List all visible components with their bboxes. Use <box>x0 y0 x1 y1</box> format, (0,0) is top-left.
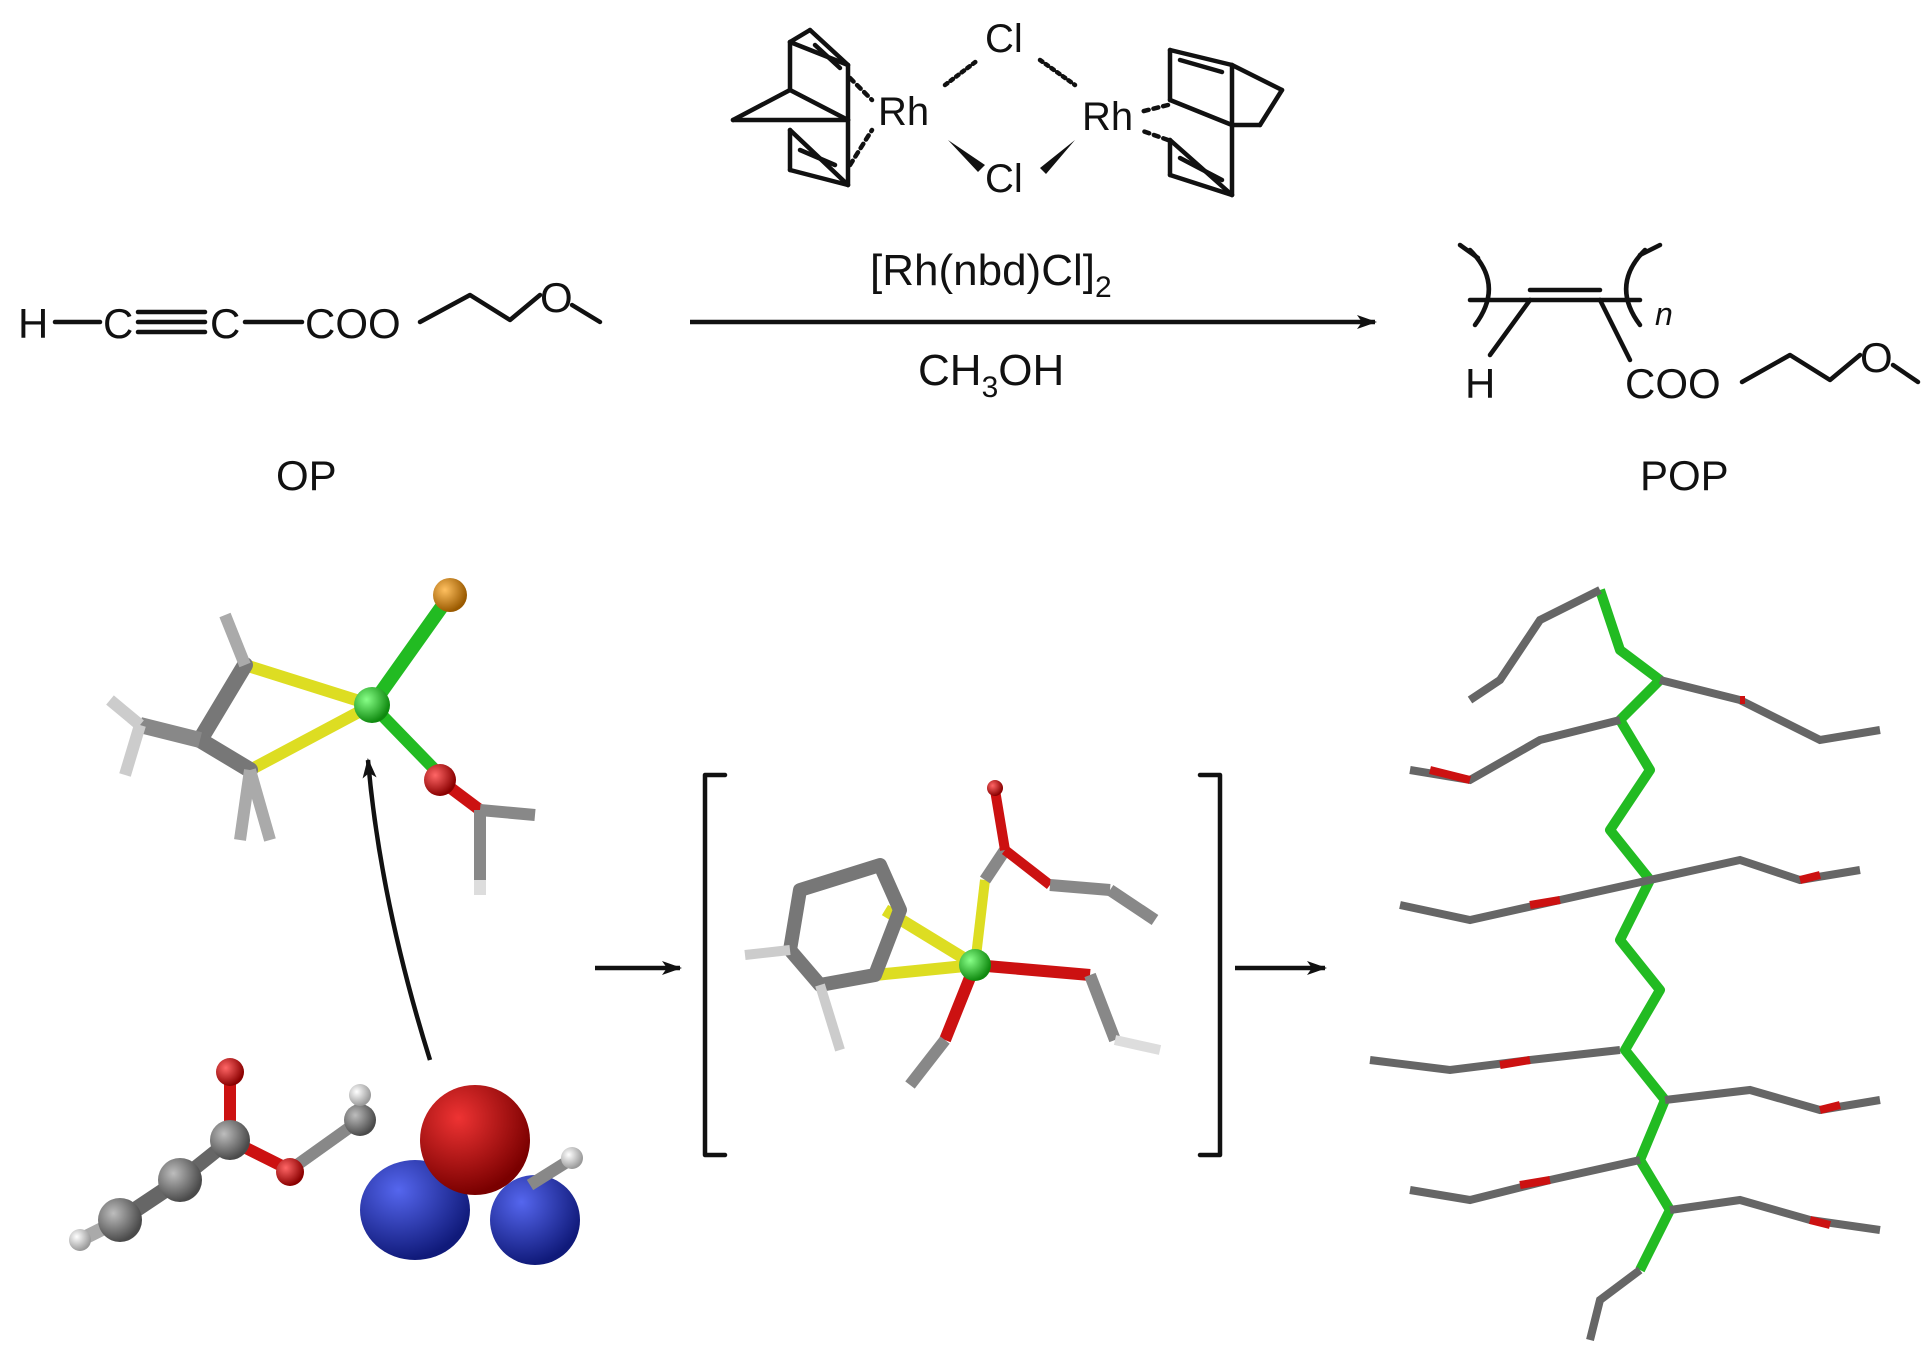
rh-right-label: Rh <box>1082 95 1133 139</box>
rh-left-label: Rh <box>878 90 929 134</box>
monomer-c2: C <box>210 300 240 347</box>
polymer-helix-model <box>1369 586 1881 1341</box>
cl-top-label: Cl <box>985 17 1023 61</box>
monomer-orbital-model <box>69 1058 583 1265</box>
solvent-label: CH3OH <box>918 346 1064 404</box>
monomer-o: O <box>540 274 573 321</box>
catalyst-name: [Rh(nbd)Cl]2 <box>870 246 1112 304</box>
catalyst-structure: Rh Rh Cl Cl <box>730 17 1285 201</box>
polymer-o: O <box>1860 334 1893 381</box>
monomer-coo: COO <box>305 300 401 347</box>
insertion-arrow <box>362 758 433 1061</box>
polymer-coo: COO <box>1625 360 1721 407</box>
polymer-structure: n H COO O <box>1457 242 1921 407</box>
nbd-right <box>1137 47 1285 198</box>
catalyst-3d-model <box>106 578 536 895</box>
nbd-left <box>730 27 875 188</box>
monomer-label: OP <box>276 452 337 499</box>
monomer-c1: C <box>103 300 133 347</box>
monomer-h: H <box>18 300 48 347</box>
monomer-structure: H C C COO O <box>18 274 603 347</box>
polymer-repeat-n: n <box>1655 296 1673 332</box>
cl-bottom-label: Cl <box>985 157 1023 201</box>
polymer-label: POP <box>1640 452 1729 499</box>
intermediate-3d-model <box>702 772 1223 1158</box>
polymer-h: H <box>1465 360 1495 407</box>
